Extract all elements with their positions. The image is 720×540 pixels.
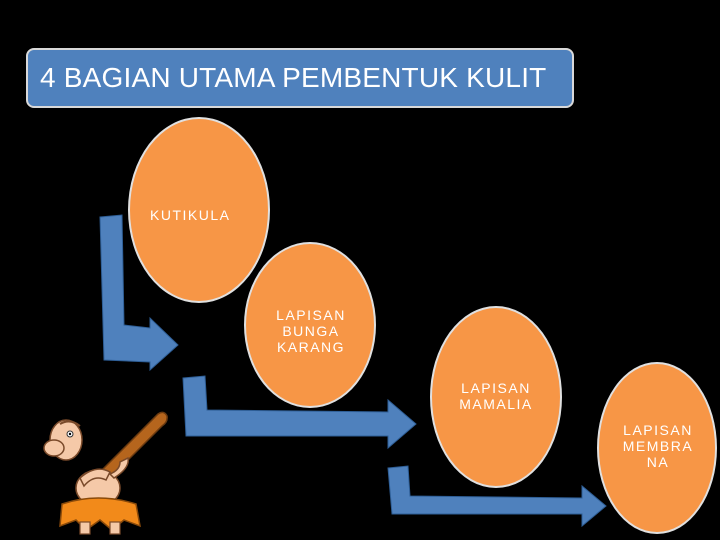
layer-circle-bunga-karang xyxy=(244,242,376,408)
arrow-1 xyxy=(99,214,179,372)
arrow-3 xyxy=(387,465,607,528)
title-box: 4 BAGIAN UTAMA PEMBENTUK KULIT xyxy=(26,48,574,108)
layer-label-bunga-karang: LAPISAN BUNGA KARANG xyxy=(276,307,346,355)
layer-label-kutikula: KUTIKULA xyxy=(150,207,231,223)
layer-circle-mamalia xyxy=(430,306,562,488)
layer-label-membrana: LAPISAN MEMBRA NA xyxy=(622,422,694,470)
caveman-with-club-icon xyxy=(43,411,168,535)
arrow-2 xyxy=(182,375,417,450)
layer-label-mamalia: LAPISAN MAMALIA xyxy=(459,380,533,412)
layer-circle-membrana xyxy=(597,362,717,534)
page-title: 4 BAGIAN UTAMA PEMBENTUK KULIT xyxy=(40,62,547,93)
layer-circle-kutikula xyxy=(128,117,270,303)
